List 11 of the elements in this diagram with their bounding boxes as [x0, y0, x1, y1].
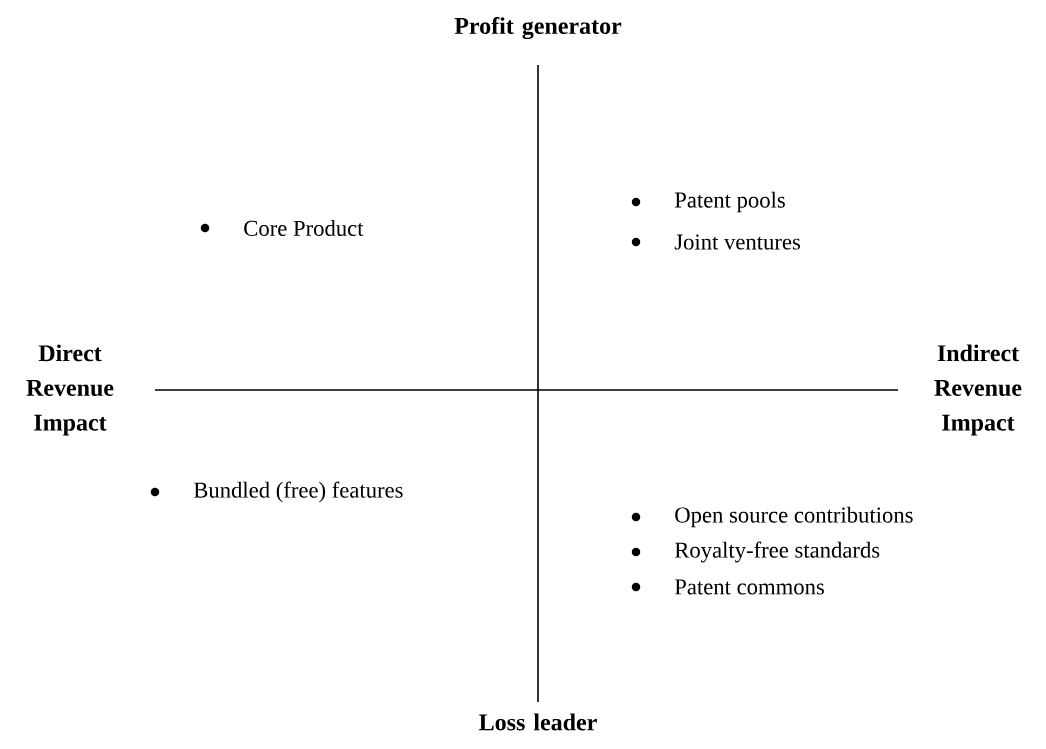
list-item: Patent pools [674, 191, 785, 213]
list-item: Patent commons [674, 579, 824, 595]
list-item: Open source contributions [675, 506, 913, 528]
axis-label: Indirect Revenue Impact [934, 344, 1022, 436]
list-item: Joint ventures [674, 234, 800, 250]
list-item: Bundled (free) features [193, 481, 403, 503]
axis-label: Direct Revenue Impact [26, 344, 114, 436]
axis-label: Profit generator [454, 16, 622, 40]
list-item: Core Product [244, 220, 364, 236]
axis-label: Loss leader [479, 713, 597, 731]
list-item: Royalty-free standards [674, 541, 880, 563]
